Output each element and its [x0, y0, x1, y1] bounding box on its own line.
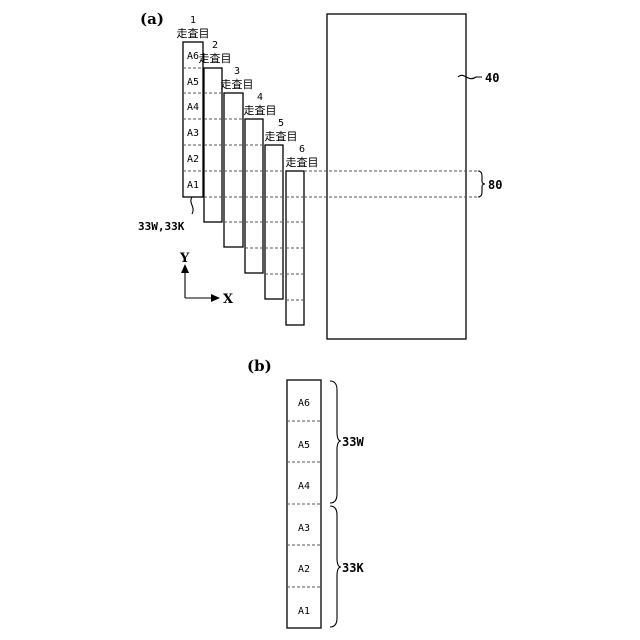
scan-6-caption: 走査目 [286, 155, 319, 169]
detail-area-a1: A1 [298, 606, 310, 617]
scan-2-number: 2 [212, 40, 218, 51]
head-detail: A6 A5 A4 A3 A2 A1 [287, 380, 321, 628]
scan-5-caption: 走査目 [265, 129, 298, 143]
scan-4-caption: 走査目 [244, 103, 277, 117]
axis-y-label: Y [179, 251, 190, 266]
scan-4-box [245, 119, 263, 273]
scan-3-caption: 走査目 [221, 77, 254, 91]
scan-6-number: 6 [299, 144, 305, 155]
detail-area-a3: A3 [298, 523, 310, 534]
detail-area-a6: A6 [298, 398, 310, 409]
scan-5-number: 5 [278, 118, 284, 129]
print-medium-box [327, 14, 466, 339]
head-area-a2: A2 [187, 154, 199, 165]
band-brace [478, 171, 485, 197]
scan-pass-6: 6 走査目 [286, 144, 319, 325]
head-area-a1: A1 [187, 180, 199, 191]
medium-label: 40 [485, 71, 499, 85]
axis-x-label: X [223, 292, 234, 307]
scan-1-head-box [183, 42, 203, 197]
scan-3-box [224, 93, 243, 247]
panel-b-label: (b) [247, 357, 272, 375]
scan-3-number: 3 [234, 66, 240, 77]
scan-1-caption: 走査目 [177, 26, 210, 40]
panel-a-label: (a) [140, 10, 164, 28]
detail-area-a5: A5 [298, 440, 310, 451]
head-label: 33W,33K [138, 220, 185, 233]
head-area-a5: A5 [187, 77, 199, 88]
group-33w-label: 33W [342, 435, 364, 449]
scan-2-caption: 走査目 [199, 51, 232, 65]
axis-x-arrow-icon [211, 294, 220, 302]
head-area-a3: A3 [187, 128, 199, 139]
band-label: 80 [488, 178, 502, 192]
head-area-a6: A6 [187, 51, 199, 62]
scan-4-number: 4 [257, 92, 263, 103]
head-area-a4: A4 [187, 102, 199, 113]
detail-area-a4: A4 [298, 481, 310, 492]
group-33k-label: 33K [342, 561, 364, 575]
scan-1-number: 1 [190, 15, 196, 26]
detail-area-a2: A2 [298, 564, 310, 575]
brace-33k [330, 506, 341, 627]
axis-indicator: Y X [179, 251, 234, 307]
head-label-leader [191, 197, 193, 214]
brace-33w [330, 381, 341, 503]
